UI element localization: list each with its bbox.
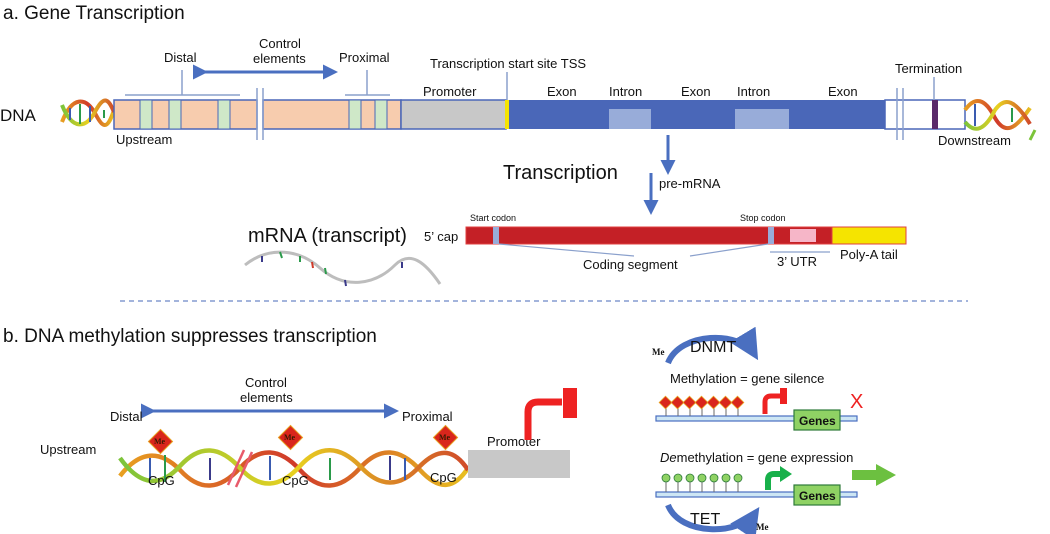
intron-1-top [609,100,651,109]
dna-label: DNA [0,106,37,125]
termination-label: Termination [895,61,962,76]
genes-box-2 [793,484,841,506]
control-elements-label-l1: Control [259,36,301,51]
demethylation-rest: methylation = gene expression [677,450,854,465]
dna-bar [113,88,966,140]
mrna-bar [465,226,907,245]
genes-label-1: Genes [799,414,836,428]
b-distal-label: Distal [110,409,143,424]
start-codon-mark [493,227,499,244]
intron-2-top [735,100,789,109]
genes-box-1 [793,409,841,431]
exon-1-label: Exon [547,84,577,99]
intron-2-label: Intron [737,84,770,99]
b-me-text-2: Me [284,433,296,442]
demethylated-track: Genes [655,464,896,506]
tss-marker [505,100,509,129]
b-upstream-label: Upstream [40,442,96,457]
activator-arrow [765,466,792,490]
exon-3-label: Exon [828,84,858,99]
section-b-title: b. DNA methylation suppresses transcript… [3,326,377,347]
repressor-small [762,388,787,414]
mrna-squiggle [244,250,442,287]
five-cap-label: 5’ cap [424,229,458,244]
b-break-mark-2 [234,451,254,488]
b-me-text-3: Me [439,433,451,442]
polya-region [831,226,907,245]
coding-segment-label: Coding segment [583,257,678,272]
intron-1 [609,109,651,129]
tss-label: Transcription start site TSS [430,56,586,71]
mrna-transcript-label: mRNA (transcript) [248,225,407,247]
termination-site [932,100,938,129]
upstream-region [113,99,258,130]
methylated-track: Genes X [655,388,863,431]
proximal-label: Proximal [339,50,390,65]
b-cpg-label-1: CpG [148,473,175,488]
distal-label: Distal [164,50,197,65]
three-utr-label: 3’ UTR [777,254,817,269]
section-a-title: a. Gene Transcription [3,3,185,24]
b-me-text-1: Me [154,437,166,446]
proximal-element-2 [374,99,388,130]
silence-x-mark: X [850,391,863,413]
dnmt-label: DNMT [690,339,736,356]
b-proximal-label: Proximal [402,409,453,424]
utr-region [790,229,816,242]
control-elements-label-l2: elements [253,51,306,66]
dna-helix-right [963,99,1037,141]
tet-me-label: Me [756,522,769,532]
distal-element-3 [217,99,231,130]
downstream-region [884,99,966,130]
polya-tail-label: Poly-A tail [840,247,898,262]
upstream-label: Upstream [116,132,172,147]
methylation-equation: Methylation = gene silence [670,371,824,386]
downstream-label: Downstream [938,133,1011,148]
stop-codon-mark [768,227,774,244]
stop-codon-label: Stop codon [740,213,786,223]
intron-2 [735,109,789,129]
unmethylated-lollipops [661,473,743,492]
expression-arrow [852,464,896,486]
b-cpg-label-2: CpG [282,473,309,488]
b-break-mark-1 [226,449,246,486]
pre-mrna-label: pre-mRNA [659,176,721,191]
b-cpg-label-3: CpG [430,470,457,485]
exon-2 [651,100,735,129]
dnmt-me-label: Me [652,347,665,357]
tet-arrow [665,503,760,534]
b-me-marker-3: Me [432,424,459,451]
promoter-label: Promoter [423,84,477,99]
start-codon-label: Start codon [470,213,516,223]
b-promoter-label: Promoter [487,434,541,449]
promoter-region [400,99,507,130]
genes-label-2: Genes [799,489,836,503]
exon-1 [509,100,609,129]
dna-helix-left [60,98,116,127]
b-dna-helix [118,448,470,488]
transcription-label: Transcription [503,162,618,184]
dnmt-arrow [665,326,759,365]
b-me-marker-1: Me [147,428,174,455]
methyl-lollipops [658,395,745,416]
intron-1-label: Intron [609,84,642,99]
b-control-elements-l1: Control [245,375,287,390]
demethylation-prefix: De [660,450,677,465]
b-promoter-box [468,450,570,478]
exon-2-label: Exon [681,84,711,99]
b-control-elements-l2: elements [240,390,293,405]
distal-element-2 [168,99,182,130]
proximal-element-1 [348,99,362,130]
demethylation-equation: Demethylation = gene expression [660,450,853,465]
tet-label: TET [690,511,720,528]
exon-3 [789,100,885,129]
distal-element-1 [139,99,153,130]
b-me-marker-2: Me [277,424,304,451]
b-repressor-symbol [524,388,577,440]
